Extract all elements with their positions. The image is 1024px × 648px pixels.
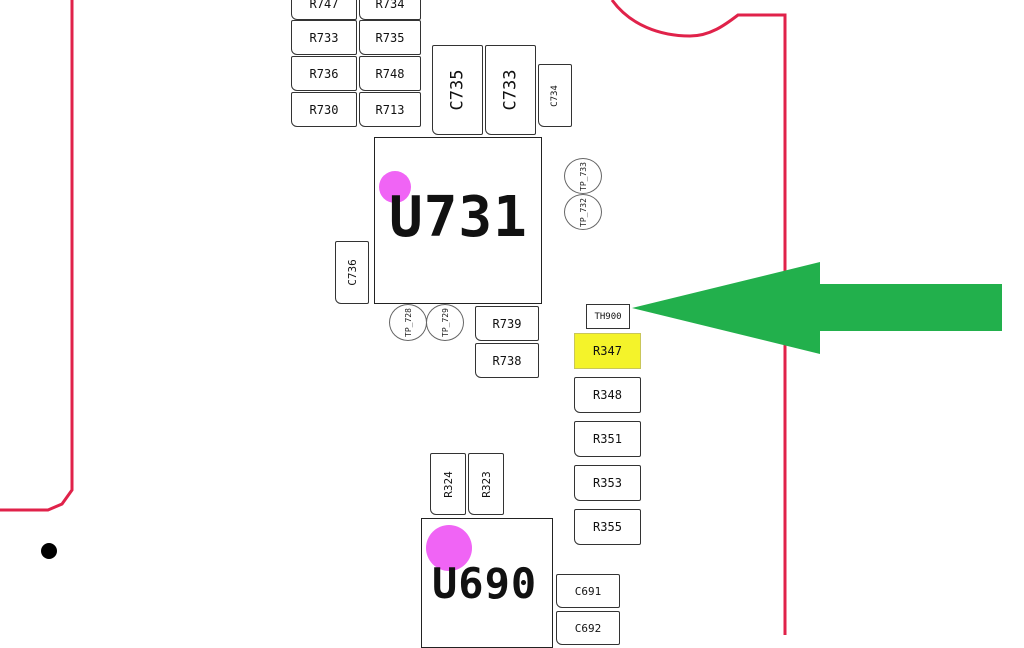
component-label: R324 [441, 470, 455, 498]
pin1-marker [426, 525, 472, 571]
board-outline-left [0, 0, 74, 512]
component-label: R351 [593, 432, 622, 446]
component-label: C691 [574, 584, 602, 598]
ic-label: U690 [432, 559, 538, 608]
component-label: C733 [500, 69, 521, 111]
board-outline-layer [0, 0, 1002, 635]
resistor-r730[interactable]: R730 [291, 92, 357, 127]
resistor-r713[interactable]: R713 [359, 92, 421, 127]
resistor-r348[interactable]: R348 [574, 377, 641, 413]
component-label: TH900 [594, 311, 622, 322]
resistor-r351[interactable]: R351 [574, 421, 641, 457]
testpoint-tp728[interactable]: TP_728 [389, 304, 427, 341]
component-label: TP_728 [403, 308, 413, 337]
component-label: R739 [492, 316, 522, 331]
mounting-dot [41, 543, 57, 559]
pcb-boardview: R747 R734 R733 R735 R736 R748 R730 R713 … [0, 0, 1002, 648]
component-label: C692 [574, 621, 602, 635]
testpoint-tp729[interactable]: TP_729 [426, 304, 464, 341]
capacitor-c691[interactable]: C691 [556, 574, 620, 608]
resistor-r748[interactable]: R748 [359, 56, 421, 91]
ic-u690[interactable]: U690 [421, 518, 553, 648]
component-label: TP_732 [578, 197, 588, 227]
component-label: R353 [593, 476, 622, 490]
thermistor-th900[interactable]: TH900 [586, 304, 630, 329]
component-label: R747 [309, 0, 339, 11]
component-label: R713 [375, 102, 405, 117]
component-label: R347 [593, 344, 622, 358]
component-label: R355 [593, 520, 622, 534]
component-label: R348 [593, 388, 622, 402]
component-label: R730 [309, 102, 339, 117]
testpoint-tp733[interactable]: TP_733 [564, 158, 602, 194]
component-label: R748 [375, 66, 405, 81]
resistor-r734[interactable]: R734 [359, 0, 421, 20]
capacitor-c733[interactable]: C733 [485, 45, 536, 135]
component-label: R738 [492, 353, 522, 368]
board-outline-right [610, 0, 787, 635]
component-label: TP_733 [578, 161, 588, 191]
resistor-r323[interactable]: R323 [468, 453, 504, 515]
component-label: R323 [479, 470, 493, 498]
resistor-r736[interactable]: R736 [291, 56, 357, 91]
capacitor-c736[interactable]: C736 [335, 241, 369, 304]
component-label: R736 [309, 66, 339, 81]
capacitor-c734[interactable]: C734 [538, 64, 572, 127]
ic-label: U731 [389, 185, 528, 250]
component-label: C735 [447, 69, 468, 111]
pin1-marker [379, 171, 411, 203]
resistor-r355[interactable]: R355 [574, 509, 641, 545]
resistor-r747[interactable]: R747 [291, 0, 357, 20]
resistor-r324[interactable]: R324 [430, 453, 466, 515]
resistor-r733[interactable]: R733 [291, 20, 357, 55]
resistor-r347-highlighted[interactable]: R347 [574, 333, 641, 369]
component-label: R734 [375, 0, 405, 11]
capacitor-c692[interactable]: C692 [556, 611, 620, 645]
resistor-r738[interactable]: R738 [475, 343, 539, 378]
resistor-r353[interactable]: R353 [574, 465, 641, 501]
component-label: TP_729 [440, 308, 450, 337]
capacitor-c735[interactable]: C735 [432, 45, 483, 135]
resistor-r735[interactable]: R735 [359, 20, 421, 55]
component-label: C736 [345, 259, 359, 286]
ic-u731[interactable]: U731 [374, 137, 542, 304]
component-label: C734 [550, 84, 560, 107]
component-label: R733 [309, 30, 339, 45]
component-label: R735 [375, 30, 405, 45]
green-arrow [632, 262, 1002, 354]
testpoint-tp732[interactable]: TP_732 [564, 194, 602, 230]
resistor-r739[interactable]: R739 [475, 306, 539, 341]
